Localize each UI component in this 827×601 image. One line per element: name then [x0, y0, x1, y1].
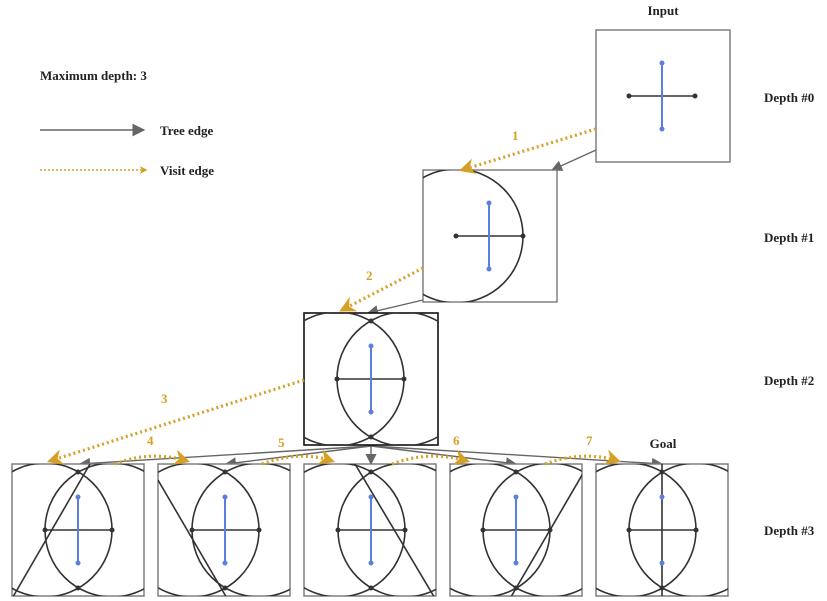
- visit-edge-3: [46, 378, 305, 465]
- node-depth3-1: [11, 463, 145, 597]
- visit-step-4: 4: [147, 433, 154, 448]
- tree-edge-2-c1: [78, 445, 372, 469]
- visit-step-3: 3: [161, 391, 168, 406]
- depth-label-1: Depth #1: [764, 230, 814, 245]
- visit-edge-1: [458, 127, 597, 174]
- node-goal: [595, 463, 729, 597]
- visit-step-7: 7: [586, 433, 593, 448]
- visit-edges: [46, 127, 622, 466]
- tree-edge-1-2: [366, 299, 424, 317]
- visit-step-1: 1: [512, 128, 519, 143]
- node-depth3-2: [157, 463, 291, 597]
- legend-visit-edge-label: Visit edge: [160, 163, 214, 178]
- tree-edge-2-c5: [370, 445, 664, 469]
- legend-tree-edge-label: Tree edge: [160, 123, 214, 138]
- depth-label-3: Depth #3: [764, 523, 815, 538]
- node-depth2: [303, 312, 439, 446]
- visit-step-6: 6: [453, 433, 460, 448]
- visit-step-2: 2: [366, 268, 373, 283]
- visit-edge-4: [114, 449, 191, 466]
- max-depth-label: Maximum depth: 3: [40, 68, 147, 83]
- depth-label-0: Depth #0: [764, 90, 814, 105]
- visit-edge-2: [339, 266, 424, 312]
- visit-step-5: 5: [278, 435, 285, 450]
- tree-edge-2-c2: [224, 445, 372, 469]
- goal-label: Goal: [650, 436, 677, 451]
- node-depth1: [422, 169, 558, 303]
- tree-edge-0-1: [550, 149, 597, 171]
- node-input: [595, 29, 731, 163]
- visit-edge-6: [391, 449, 471, 466]
- input-label: Input: [647, 3, 679, 18]
- tree-edge-2-c4: [370, 445, 518, 469]
- visit-edge-5: [261, 449, 336, 466]
- node-depth3-4: [449, 463, 583, 597]
- depth-label-2: Depth #2: [764, 373, 814, 388]
- node-depth3-3: [303, 463, 437, 597]
